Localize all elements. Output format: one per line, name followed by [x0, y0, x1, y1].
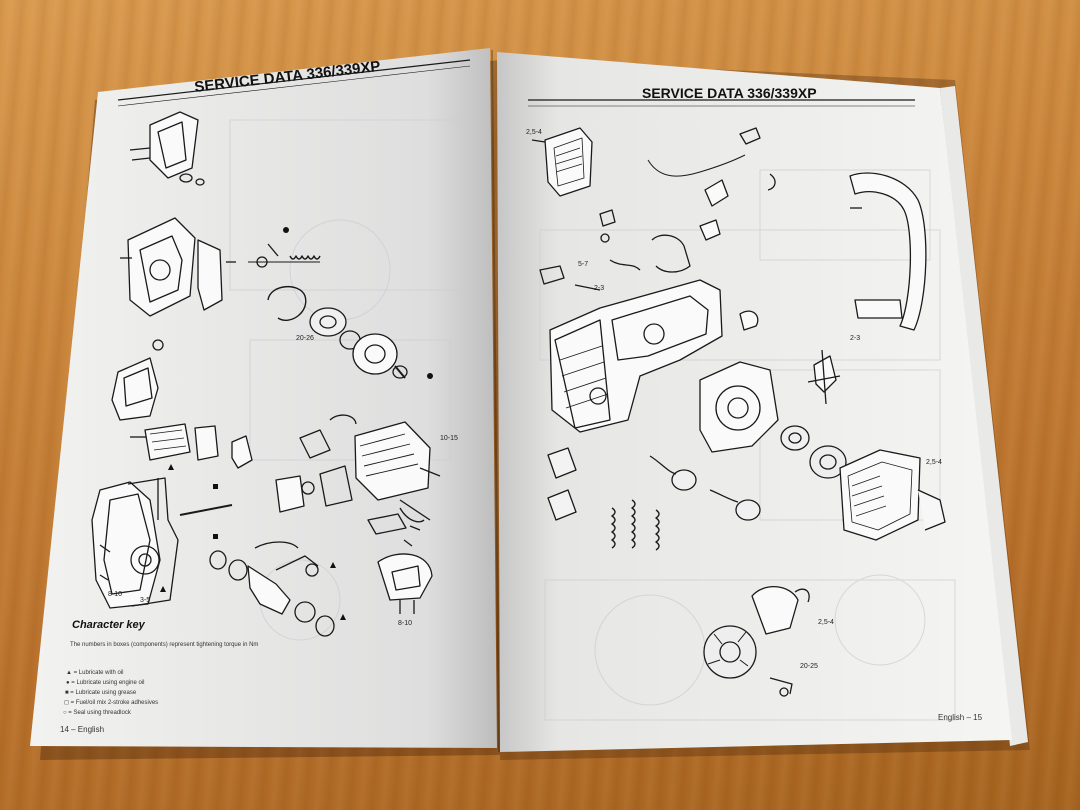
legend-item: ▲ = Lubricate with oil [66, 670, 123, 676]
callout-label: 5-7 [578, 261, 588, 268]
legend-item: ■ = Lubricate using grease [65, 690, 137, 696]
right-page-title: SERVICE DATA 336/339XP [642, 85, 817, 101]
left-key-symbols [160, 227, 433, 620]
callout-label: 2,5-4 [926, 459, 942, 466]
callout-label: 8-10 [108, 591, 122, 598]
right-header-rules [528, 99, 915, 107]
cylinder-part [354, 421, 431, 501]
callout-label: 2,5-4 [818, 619, 834, 626]
chain-brake-cover-part [149, 111, 199, 179]
crankcase-part [91, 481, 161, 609]
callout-label: 20-25 [800, 663, 818, 670]
front-handle-part [849, 172, 927, 331]
crankshaft-part [247, 565, 291, 615]
cylinder-cover-part [111, 357, 159, 421]
legend-item: ● = Lubricate using engine oil [66, 680, 145, 686]
page-stack-edge [940, 86, 1028, 746]
callout-label: 20-26 [296, 335, 314, 342]
callout-label: 2-3 [850, 335, 860, 342]
callout-label: 3-5 [140, 597, 150, 604]
starter-housing-part [699, 361, 779, 453]
main-tank-part [549, 279, 723, 433]
right-page-number: English – 15 [938, 713, 983, 722]
character-key-intro: The numbers in boxes (components) repres… [70, 642, 258, 648]
clutch-cover-part [127, 217, 196, 317]
left-exploded-diagram [91, 111, 441, 637]
rear-cover-part [839, 449, 921, 541]
callout-label: 8-10 [398, 620, 412, 627]
flywheel-part [703, 625, 757, 679]
legend-item: ○ = Seal using threadlock [63, 710, 132, 716]
callout-label: 2,5-4 [526, 129, 542, 136]
left-header-rules [117, 59, 471, 107]
muffler-guard-part [377, 553, 433, 601]
right-exploded-diagram [531, 127, 946, 697]
left-page-number: 14 – English [60, 725, 104, 734]
legend-item: ◻ = Fuel/oil mix 2-stroke adhesives [64, 700, 158, 706]
character-key: Character key The numbers in boxes (comp… [63, 619, 258, 716]
callout-label: 2-3 [594, 285, 604, 292]
left-callouts: 20-26 10-15 8-10 8-10 3-5 [108, 335, 458, 627]
ignition-coil-part [751, 586, 799, 635]
gutter-line [491, 49, 500, 753]
top-cover-part [544, 127, 593, 197]
right-callouts: 2,5-4 5-7 2-3 2-3 2,5-4 2,5-4 20-25 [526, 129, 942, 670]
callout-label: 10-15 [440, 435, 458, 442]
character-key-title: Character key [72, 619, 146, 631]
